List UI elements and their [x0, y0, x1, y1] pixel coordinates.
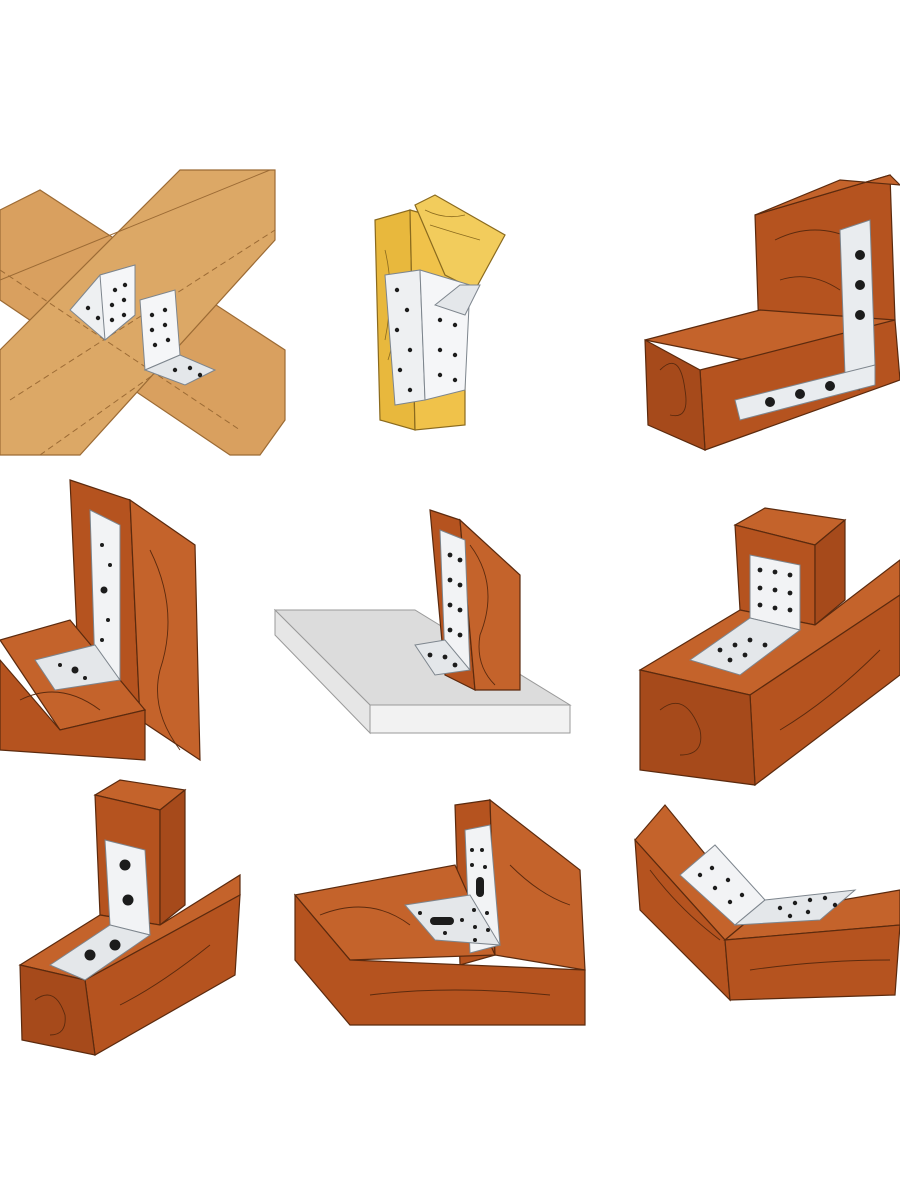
post-on-beam-with-large-hole-angle: [10, 775, 250, 1060]
beam-end: [19, 964, 96, 1056]
obtuse-angle-bracket: [679, 844, 857, 926]
right-member-front: [724, 924, 900, 1001]
upper-beam: [0, 169, 276, 456]
post-side: [159, 788, 186, 927]
wide-angle-bracket: [688, 554, 802, 676]
base-front: [294, 893, 586, 1026]
upright-side: [489, 798, 586, 971]
crossed-beams-with-angle-brackets: [0, 169, 286, 456]
base-front: [0, 659, 146, 761]
corner-joint-with-long-angle: [0, 470, 205, 765]
beam-on-concrete-slab-with-angle: [270, 505, 575, 740]
long-angle-bracket: [34, 509, 121, 691]
slab-side: [274, 608, 371, 735]
slab-front: [369, 704, 571, 734]
perforated-plate: [384, 269, 481, 406]
corner-joint-with-slotted-angle: [290, 795, 590, 1030]
upright-top: [754, 174, 900, 216]
angle-bracket: [414, 529, 471, 676]
beam-side: [459, 518, 521, 691]
base-end: [644, 338, 706, 451]
upright-side: [129, 498, 201, 762]
angled-post-joint-with-bracket: [355, 190, 520, 440]
angled-top: [414, 194, 506, 291]
beam-end: [639, 669, 756, 786]
step-joint-with-l-strap: [640, 170, 900, 455]
slotted-angle-bracket: [404, 824, 501, 954]
angle-bracket-right: [139, 289, 217, 386]
post-side: [814, 518, 846, 627]
obtuse-angle-joint-with-bracket: [630, 800, 900, 1015]
flat-l-strap: [734, 219, 876, 421]
large-hole-angle-bracket: [48, 839, 152, 981]
post-on-beam-with-wide-angle: [630, 500, 900, 787]
angle-bracket-left: [69, 264, 136, 342]
